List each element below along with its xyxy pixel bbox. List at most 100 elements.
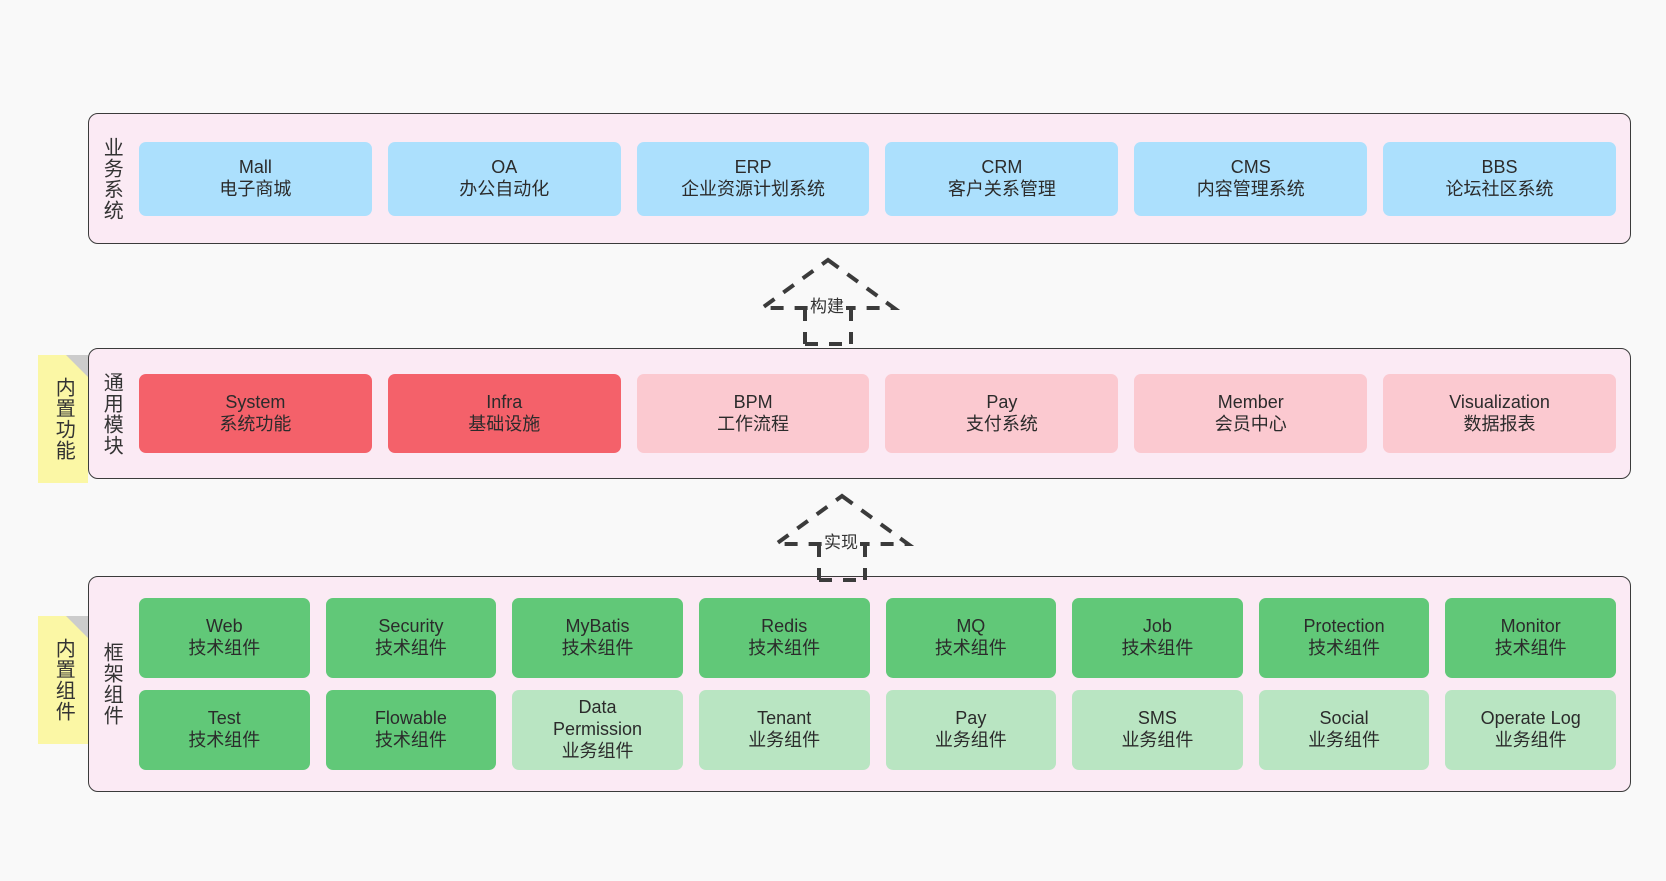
card-subtitle: 技术组件 bbox=[188, 730, 261, 750]
card-oa[interactable]: OA 办公自动化 bbox=[387, 141, 621, 216]
card-infra[interactable]: Infra 基础设施 bbox=[387, 374, 621, 453]
card-title: CMS bbox=[1230, 156, 1271, 177]
card-mq[interactable]: MQ 技术组件 bbox=[885, 598, 1057, 678]
layer-common-modules: 通用模块 System 系统功能 Infra 基础设施 BPM 工作流程 Pay… bbox=[88, 348, 1631, 479]
card-subtitle: 内容管理系统 bbox=[1196, 178, 1305, 199]
card-title: Job bbox=[1142, 616, 1172, 637]
card-subtitle: 业务组件 bbox=[1121, 730, 1194, 750]
card-web[interactable]: Web 技术组件 bbox=[139, 598, 310, 678]
card-title: Security bbox=[378, 616, 444, 637]
card-title: MQ bbox=[956, 616, 986, 637]
card-subtitle: 电子商城 bbox=[219, 178, 292, 199]
card-row: Test 技术组件 Flowable 技术组件 Data Permission … bbox=[139, 690, 1616, 770]
card-title: BBS bbox=[1481, 156, 1518, 177]
card-data-permission[interactable]: Data Permission 业务组件 bbox=[512, 690, 683, 770]
card-title: Flowable bbox=[374, 708, 447, 729]
card-job[interactable]: Job 技术组件 bbox=[1072, 598, 1243, 678]
card-redis[interactable]: Redis 技术组件 bbox=[698, 598, 870, 678]
card-row: Web 技术组件 Security 技术组件 MyBatis 技术组件 Redi… bbox=[139, 598, 1616, 678]
card-subtitle: 客户关系管理 bbox=[947, 178, 1056, 199]
card-monitor[interactable]: Monitor 技术组件 bbox=[1445, 598, 1616, 678]
card-social[interactable]: Social 业务组件 bbox=[1258, 690, 1430, 770]
card-subtitle: 业务组件 bbox=[1494, 730, 1567, 750]
card-title: Pay bbox=[986, 391, 1018, 412]
layer-business-systems: 业务系统 Mall 电子商城 OA 办公自动化 ERP 企业资源计划系统 CRM… bbox=[88, 113, 1631, 244]
card-mybatis[interactable]: MyBatis 技术组件 bbox=[512, 598, 683, 678]
layer-business-systems-title: 业务系统 bbox=[100, 136, 123, 221]
card-test[interactable]: Test 技术组件 bbox=[139, 690, 310, 770]
card-title: Operate Log bbox=[1480, 708, 1581, 729]
note-builtin-components: 内置组件 bbox=[38, 616, 88, 744]
card-title: BPM bbox=[733, 391, 773, 412]
card-subtitle: 技术组件 bbox=[374, 638, 447, 658]
card-row: Mall 电子商城 OA 办公自动化 ERP 企业资源计划系统 CRM 客户关系… bbox=[139, 141, 1616, 216]
card-protection[interactable]: Protection 技术组件 bbox=[1258, 598, 1430, 678]
card-subtitle: 系统功能 bbox=[219, 413, 292, 434]
card-title: Web bbox=[205, 616, 243, 637]
card-subtitle: 业务组件 bbox=[561, 740, 634, 761]
arrow-build-label: 构建 bbox=[808, 292, 846, 317]
card-bpm[interactable]: BPM 工作流程 bbox=[636, 374, 870, 453]
card-subtitle: 数据报表 bbox=[1463, 413, 1536, 434]
card-title: Redis bbox=[761, 616, 808, 637]
card-subtitle: 技术组件 bbox=[188, 638, 261, 658]
card-flowable[interactable]: Flowable 技术组件 bbox=[325, 690, 497, 770]
card-visualization[interactable]: Visualization 数据报表 bbox=[1383, 374, 1616, 453]
arrow-build: 构建 bbox=[755, 256, 901, 346]
card-subtitle: 论坛社区系统 bbox=[1445, 178, 1554, 199]
card-title: Test bbox=[207, 708, 241, 729]
card-pay-component[interactable]: Pay 业务组件 bbox=[885, 690, 1057, 770]
card-operate-log[interactable]: Operate Log 业务组件 bbox=[1445, 690, 1616, 770]
card-subtitle: 支付系统 bbox=[965, 413, 1038, 434]
card-system[interactable]: System 系统功能 bbox=[139, 374, 372, 453]
note-fold-corner bbox=[66, 616, 88, 638]
card-subtitle: 业务组件 bbox=[748, 730, 821, 750]
card-title: Tenant bbox=[757, 708, 812, 729]
card-title: Monitor bbox=[1500, 616, 1561, 637]
card-subtitle: 工作流程 bbox=[717, 413, 790, 434]
card-subtitle: 基础设施 bbox=[468, 413, 541, 434]
card-subtitle: 技术组件 bbox=[1494, 638, 1567, 658]
card-title: System bbox=[225, 391, 286, 412]
card-crm[interactable]: CRM 客户关系管理 bbox=[885, 141, 1119, 216]
layer-common-modules-body: System 系统功能 Infra 基础设施 BPM 工作流程 Pay 支付系统… bbox=[133, 349, 1630, 478]
arrow-stem bbox=[817, 544, 867, 582]
card-title: Visualization bbox=[1449, 391, 1550, 412]
layer-framework-components: 框架组件 Web 技术组件 Security 技术组件 MyBatis 技术组件… bbox=[88, 576, 1631, 792]
card-security[interactable]: Security 技术组件 bbox=[325, 598, 497, 678]
layer-framework-components-body: Web 技术组件 Security 技术组件 MyBatis 技术组件 Redi… bbox=[133, 577, 1630, 791]
card-erp[interactable]: ERP 企业资源计划系统 bbox=[636, 141, 870, 216]
card-title: ERP bbox=[734, 156, 772, 177]
card-pay[interactable]: Pay 支付系统 bbox=[885, 374, 1119, 453]
card-title: SMS bbox=[1137, 708, 1177, 729]
card-subtitle: 技术组件 bbox=[561, 638, 634, 658]
card-member[interactable]: Member 会员中心 bbox=[1134, 374, 1368, 453]
layer-framework-components-title: 框架组件 bbox=[100, 642, 123, 726]
card-subtitle: 业务组件 bbox=[934, 730, 1007, 750]
card-tenant[interactable]: Tenant 业务组件 bbox=[698, 690, 870, 770]
card-subtitle: 技术组件 bbox=[748, 638, 821, 658]
card-bbs[interactable]: BBS 论坛社区系统 bbox=[1383, 141, 1616, 216]
layer-business-systems-body: Mall 电子商城 OA 办公自动化 ERP 企业资源计划系统 CRM 客户关系… bbox=[133, 114, 1630, 243]
arrow-implement-label: 实现 bbox=[822, 528, 860, 553]
card-title: Pay bbox=[955, 708, 987, 729]
card-cms[interactable]: CMS 内容管理系统 bbox=[1134, 141, 1368, 216]
note-builtin-functions: 内置功能 bbox=[38, 355, 88, 483]
card-subtitle: 会员中心 bbox=[1214, 413, 1287, 434]
card-subtitle: 办公自动化 bbox=[459, 178, 550, 199]
note-fold-corner bbox=[66, 355, 88, 377]
card-title: Infra bbox=[486, 391, 523, 412]
card-sms[interactable]: SMS 业务组件 bbox=[1072, 690, 1243, 770]
card-subtitle: 业务组件 bbox=[1308, 730, 1381, 750]
card-title: Social bbox=[1319, 708, 1369, 729]
card-title: CRM bbox=[981, 156, 1023, 177]
card-subtitle: 技术组件 bbox=[374, 730, 447, 750]
card-row: System 系统功能 Infra 基础设施 BPM 工作流程 Pay 支付系统… bbox=[139, 374, 1616, 453]
arrow-stem bbox=[803, 308, 853, 346]
card-title: Mall bbox=[238, 156, 272, 177]
note-label: 内置组件 bbox=[52, 638, 75, 722]
card-subtitle: 技术组件 bbox=[1308, 638, 1381, 658]
layer-common-modules-title: 通用模块 bbox=[100, 371, 123, 456]
card-mall[interactable]: Mall 电子商城 bbox=[139, 141, 372, 216]
